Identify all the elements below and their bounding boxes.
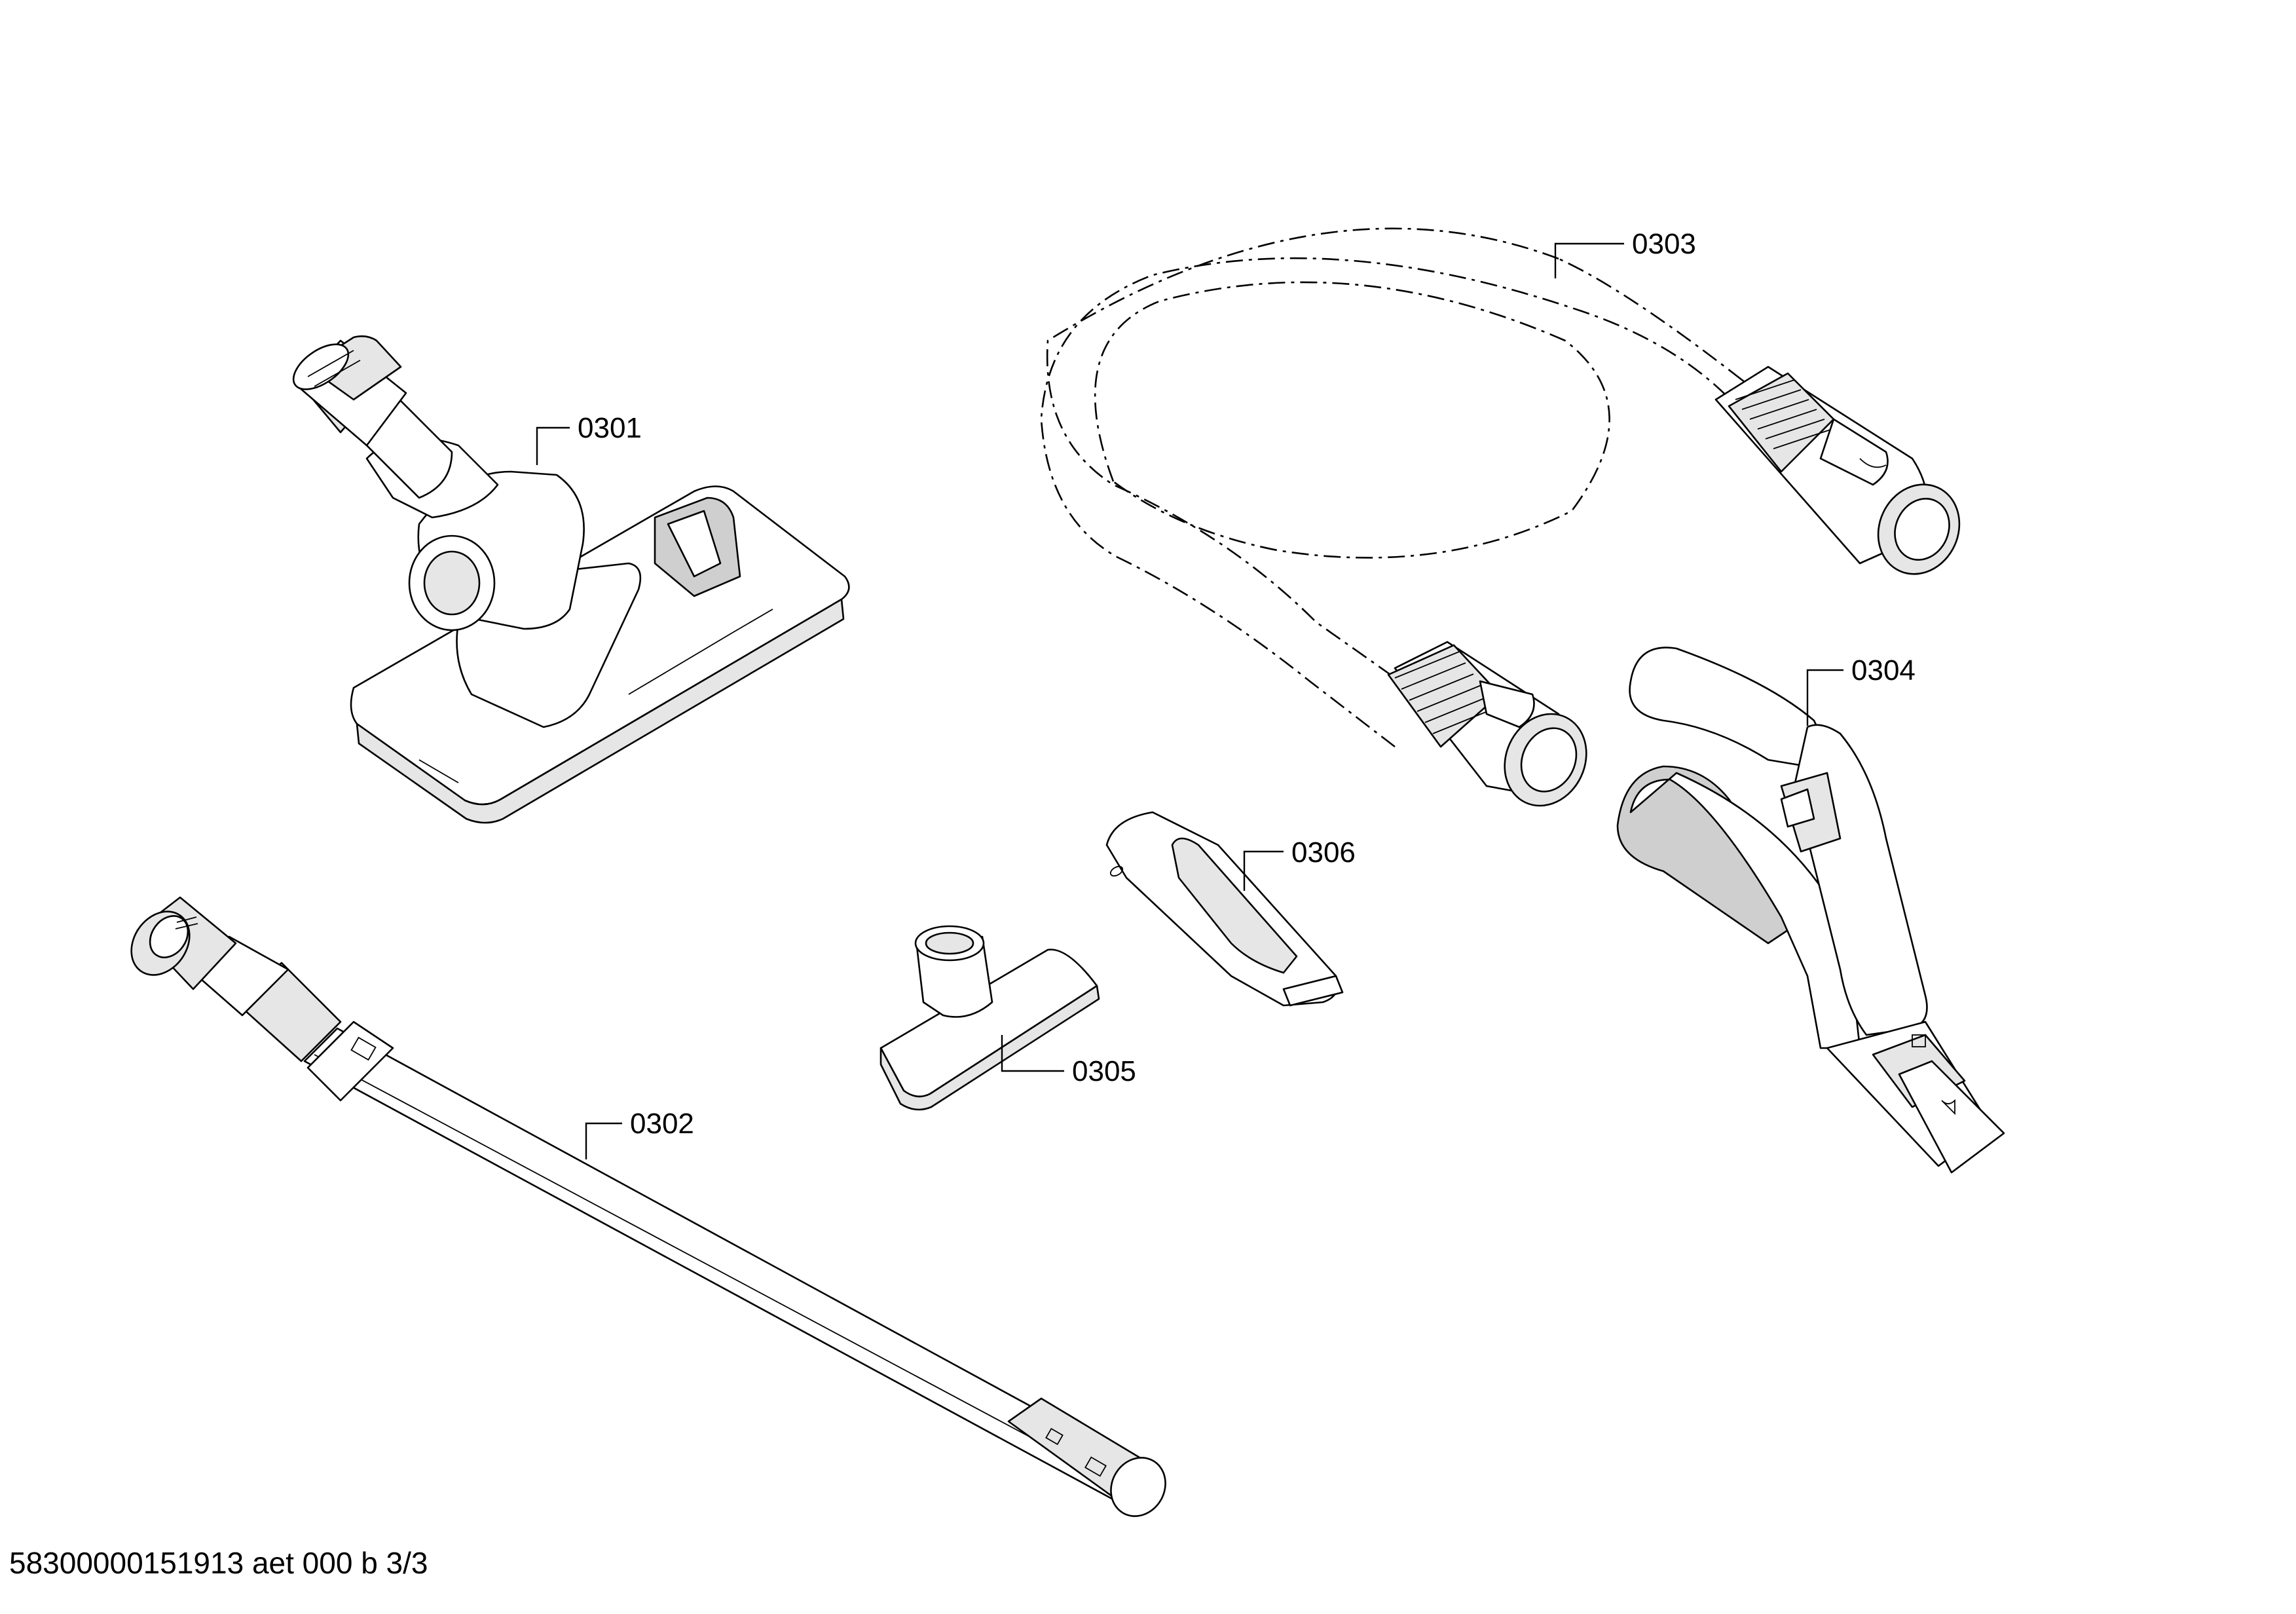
callout-label: 0304 (1851, 654, 1916, 686)
callout-label: 0303 (1632, 228, 1696, 260)
callout-label: 0301 (578, 412, 642, 444)
upholstery-nozzle-drawing (880, 925, 1100, 1111)
callout-0302: 0302 (585, 1108, 694, 1159)
callout-0301: 0301 (536, 412, 642, 465)
callout-0306: 0306 (1243, 836, 1356, 891)
callout-label: 0305 (1072, 1055, 1136, 1087)
extension-tube-drawing (130, 896, 1166, 1517)
callout-label: 0302 (630, 1108, 694, 1140)
callout-0303: 0303 (1554, 228, 1696, 278)
callout-label: 0306 (1291, 836, 1356, 869)
crevice-nozzle-drawing (1105, 811, 1344, 1007)
callout-0304: 0304 (1806, 654, 1916, 726)
hose-handle-drawing (1616, 647, 2005, 1174)
callout-0305: 0305 (1001, 1035, 1136, 1087)
floor-nozzle-drawing (292, 335, 850, 824)
document-id: 58300000151913 aet 000 b 3/3 (9, 1546, 428, 1580)
suction-hose-drawing (1040, 227, 1961, 807)
